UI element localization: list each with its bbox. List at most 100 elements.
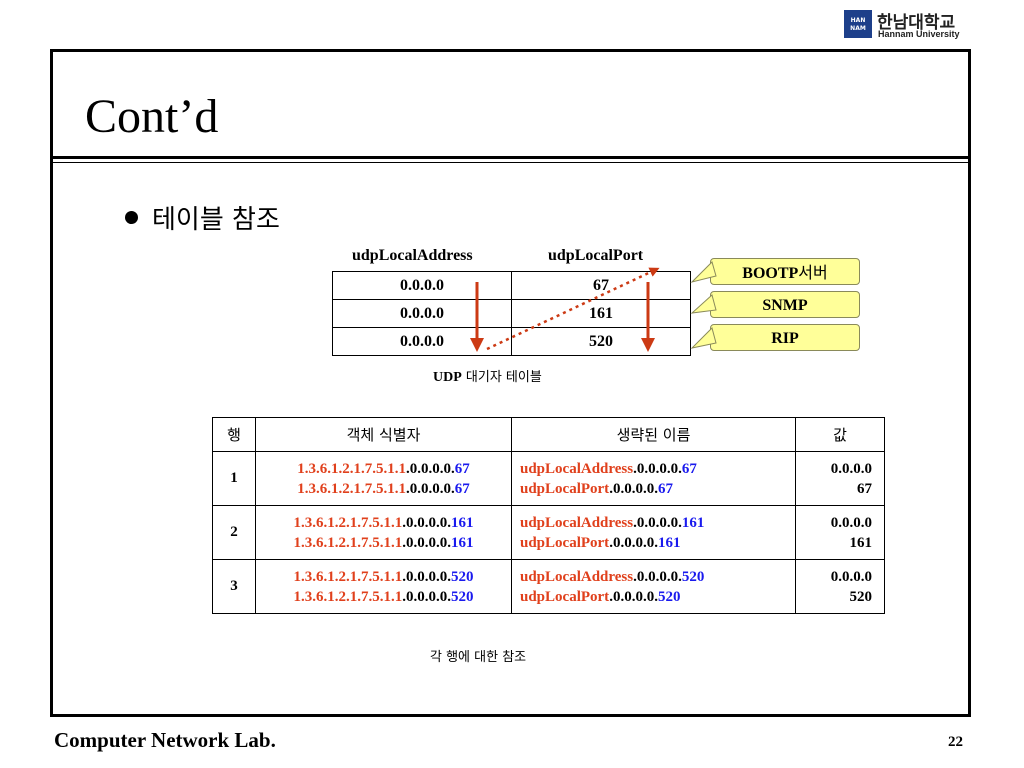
down-arrow-head-icon — [641, 338, 655, 352]
oid-prefix: 1.3.6.1.2.1.7.5.1.1 — [297, 480, 406, 497]
short-name-label: udpLocalPort — [520, 588, 610, 605]
short-name-address: .0.0.0.0. — [633, 460, 682, 477]
object-identifier: 1.3.6.1.2.1.7.5.1.1.0.0.0.0.67 — [256, 459, 511, 479]
object-identifier: 1.3.6.1.2.1.7.5.1.1.0.0.0.0.67 — [256, 479, 511, 499]
logo-mark-line-1: HAN — [850, 17, 866, 24]
header-object-id: 객체 식별자 — [255, 417, 512, 452]
page-number: 22 — [948, 734, 963, 750]
udp-table-caption: UDP 대기자 테이블 — [433, 366, 542, 386]
udp-caption-ko: 대기자 테이블 — [461, 370, 542, 385]
short-name: udpLocalPort.0.0.0.0.67 — [520, 479, 795, 499]
oid-address: .0.0.0.0. — [406, 460, 455, 477]
oid-port: 161 — [451, 514, 474, 531]
oid-port: 520 — [451, 568, 474, 585]
udp-caption-en: UDP — [433, 370, 462, 385]
table-header-row: 행 객체 식별자 생략된 이름 값 — [212, 417, 885, 452]
down-arrow-head-icon — [470, 338, 484, 352]
oid-address: .0.0.0.0. — [402, 568, 451, 585]
oid-prefix: 1.3.6.1.2.1.7.5.1.1 — [293, 588, 403, 605]
udp-header-port: udpLocalPort — [548, 247, 644, 264]
object-identifier: 1.3.6.1.2.1.7.5.1.1.0.0.0.0.520 — [256, 587, 511, 607]
header-value: 값 — [795, 417, 885, 452]
udp-cell-port: 67 — [511, 271, 691, 300]
oid-prefix: 1.3.6.1.2.1.7.5.1.1 — [293, 568, 403, 585]
callout-snmp: SNMP — [710, 291, 860, 318]
row-number: 3 — [212, 559, 256, 614]
udp-header-address: udpLocalAddress — [352, 247, 473, 264]
short-name-address: .0.0.0.0. — [633, 568, 682, 585]
table-row: 0.0.0.0 67 — [332, 271, 691, 300]
oid-prefix: 1.3.6.1.2.1.7.5.1.1 — [293, 534, 403, 551]
callout-rip: RIP — [710, 324, 860, 351]
callout-tail-rip — [690, 327, 717, 349]
oid-address: .0.0.0.0. — [402, 514, 451, 531]
callout-bootp-en: BOOTP — [742, 265, 799, 282]
oid-address: .0.0.0.0. — [402, 534, 451, 551]
short-name: udpLocalPort.0.0.0.0.161 — [520, 533, 795, 553]
callout-tail-snmp — [690, 294, 717, 314]
udp-cell-address: 0.0.0.0 — [332, 271, 512, 300]
slide-frame — [50, 49, 971, 717]
udp-cell-port: 520 — [511, 327, 691, 356]
short-name-address: .0.0.0.0. — [633, 514, 682, 531]
object-identifier: 1.3.6.1.2.1.7.5.1.1.0.0.0.0.161 — [256, 533, 511, 553]
oid-port: 520 — [451, 588, 474, 605]
object-identifier: 1.3.6.1.2.1.7.5.1.1.0.0.0.0.520 — [256, 567, 511, 587]
short-name-label: udpLocalAddress — [520, 568, 634, 585]
logo-mark-icon: HAN NAM — [844, 10, 872, 38]
oid-port: 161 — [451, 534, 474, 551]
slide-title: Cont’d — [85, 90, 219, 143]
callout-tail-bootp — [690, 261, 717, 283]
value-cell: 0.0.0.0 67 — [795, 451, 885, 506]
logo-english-text: Hannam University — [878, 29, 960, 39]
oid-prefix: 1.3.6.1.2.1.7.5.1.1 — [297, 460, 406, 477]
callout-bootp: BOOTP서버 — [710, 258, 860, 285]
short-name-label: udpLocalPort — [520, 534, 610, 551]
oid-prefix: 1.3.6.1.2.1.7.5.1.1 — [293, 514, 403, 531]
oid-address: .0.0.0.0. — [402, 588, 451, 605]
university-logo: HAN NAM 한남대학교 Hannam University — [844, 8, 976, 42]
callout-snmp-en: SNMP — [762, 297, 808, 314]
short-name-port: 67 — [657, 480, 673, 497]
short-name-address: .0.0.0.0. — [609, 480, 658, 497]
title-rule-thick — [50, 156, 971, 159]
oid-port: 67 — [454, 480, 470, 497]
short-name-port: 520 — [657, 588, 681, 605]
value: 0.0.0.0 — [830, 460, 872, 477]
short-name-address: .0.0.0.0. — [609, 588, 658, 605]
bullet-item: 테이블 참조 — [125, 205, 280, 235]
dotted-arrow-icon — [486, 267, 660, 351]
short-name-label: udpLocalPort — [520, 480, 610, 497]
row-number: 1 — [212, 451, 256, 506]
short-name-address: .0.0.0.0. — [609, 534, 658, 551]
short-name-port: 161 — [657, 534, 681, 551]
short-name: udpLocalAddress.0.0.0.0.161 — [520, 513, 795, 533]
oid-address: .0.0.0.0. — [406, 480, 455, 497]
footer-lab-name: Computer Network Lab. — [54, 728, 276, 752]
callout-bootp-ko: 서버 — [798, 263, 828, 282]
short-name-label: udpLocalAddress — [520, 460, 634, 477]
value: 0.0.0.0 — [830, 514, 872, 531]
value: 520 — [849, 588, 873, 605]
short-name-port: 161 — [681, 514, 705, 531]
callout-rip-en: RIP — [771, 330, 799, 347]
short-name: udpLocalPort.0.0.0.0.520 — [520, 587, 795, 607]
udp-listener-table: 0.0.0.0 67 0.0.0.0 161 0.0.0.0 520 — [332, 271, 691, 356]
short-name-port: 520 — [681, 568, 705, 585]
header-short-name: 생략된 이름 — [511, 417, 796, 452]
bullet-dot-icon — [125, 211, 138, 224]
value: 67 — [857, 480, 872, 497]
short-name-port: 67 — [681, 460, 697, 477]
row-number: 2 — [212, 505, 256, 560]
table-row: 0.0.0.0 161 — [332, 299, 691, 328]
